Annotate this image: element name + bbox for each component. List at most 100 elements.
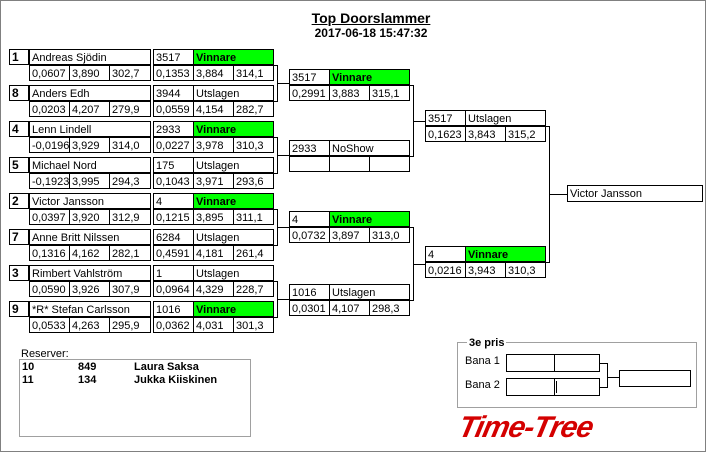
driver-name[interactable]: Lenn Lindell xyxy=(29,121,151,137)
driver-name[interactable]: Andreas Sjödin xyxy=(29,49,151,65)
speed: 301,3 xyxy=(233,317,274,333)
text-cursor xyxy=(556,381,557,393)
car-number: 2933 xyxy=(153,121,194,137)
result-status: Vinnare xyxy=(193,121,274,137)
timestamp: 2017-06-18 15:47:32 xyxy=(314,26,428,40)
seed-number: 7 xyxy=(9,229,29,245)
elapsed-time: 3,920 xyxy=(69,209,110,225)
reaction-time: 0,1215 xyxy=(153,209,194,225)
speed: 312,9 xyxy=(109,209,151,225)
third-prize-panel xyxy=(457,342,697,408)
elapsed-time: 3,843 xyxy=(465,126,506,142)
final-winner[interactable]: Victor Jansson xyxy=(567,185,703,202)
reaction-time: 0,1353 xyxy=(153,65,194,81)
driver-name[interactable]: Anne Britt Nilssen xyxy=(29,229,151,245)
speed: 261,4 xyxy=(233,245,274,261)
seed-number: 8 xyxy=(9,85,29,101)
reaction-time: 0,2991 xyxy=(289,85,330,101)
result-status: Vinnare xyxy=(329,211,410,227)
speed: 315,2 xyxy=(505,126,546,142)
speed: 298,3 xyxy=(369,300,410,316)
speed: 314,1 xyxy=(233,65,274,81)
seed-number: 4 xyxy=(9,121,29,137)
reaction-time: 0,0533 xyxy=(29,317,70,333)
time-tree-logo: Time-Tree xyxy=(455,411,596,444)
seed-number: 5 xyxy=(9,157,29,173)
driver-name[interactable]: Anders Edh xyxy=(29,85,151,101)
reaction-time: 0,0362 xyxy=(153,317,194,333)
elapsed-time xyxy=(329,156,370,172)
lane2-field[interactable] xyxy=(506,378,600,396)
speed: 293,6 xyxy=(233,173,274,189)
elapsed-time: 4,154 xyxy=(193,101,234,117)
lane1-label: Bana 1 xyxy=(465,355,500,367)
reserves-list[interactable]: 10 849 Laura Saksa 11 134 Jukka Kiiskine… xyxy=(19,359,251,437)
reaction-time: 0,0227 xyxy=(153,137,194,153)
elapsed-time: 4,181 xyxy=(193,245,234,261)
result-status: Vinnare xyxy=(193,49,274,65)
third-prize-winner-field[interactable] xyxy=(619,370,691,387)
car-number: 6284 xyxy=(153,229,194,245)
reaction-time: 0,1043 xyxy=(153,173,194,189)
reserves-label: Reserver: xyxy=(21,348,69,360)
elapsed-time: 3,897 xyxy=(329,227,370,243)
lane2-label: Bana 2 xyxy=(465,379,500,391)
seed-number: 9 xyxy=(9,301,29,317)
car-number: 2933 xyxy=(289,140,330,156)
reaction-time: -0,0196 xyxy=(29,137,70,153)
reaction-time: 0,0590 xyxy=(29,281,70,297)
page-title: Top Doorslammer xyxy=(311,10,431,26)
driver-name[interactable]: Victor Jansson xyxy=(29,193,151,209)
elapsed-time: 4,207 xyxy=(69,101,110,117)
reaction-time xyxy=(289,156,330,172)
speed: 294,3 xyxy=(109,173,151,189)
reaction-time: 0,0203 xyxy=(29,101,70,117)
reaction-time: -0,1923 xyxy=(29,173,70,189)
elapsed-time: 4,031 xyxy=(193,317,234,333)
reaction-time: 0,0732 xyxy=(289,227,330,243)
elapsed-time: 3,971 xyxy=(193,173,234,189)
elapsed-time: 4,263 xyxy=(69,317,110,333)
speed xyxy=(369,156,410,172)
elapsed-time: 3,929 xyxy=(69,137,110,153)
lane1-field[interactable] xyxy=(506,354,600,372)
speed: 314,0 xyxy=(109,137,151,153)
result-status: Utslagen xyxy=(193,157,274,173)
speed: 282,7 xyxy=(233,101,274,117)
elapsed-time: 3,890 xyxy=(69,65,110,81)
elapsed-time: 3,884 xyxy=(193,65,234,81)
speed: 295,9 xyxy=(109,317,151,333)
reaction-time: 0,0301 xyxy=(289,300,330,316)
driver-name[interactable]: Rimbert Vahlström xyxy=(29,265,151,281)
result-status: Utslagen xyxy=(465,110,546,126)
speed: 315,1 xyxy=(369,85,410,101)
result-status: Utslagen xyxy=(193,265,274,281)
result-status: Vinnare xyxy=(193,301,274,317)
elapsed-time: 4,329 xyxy=(193,281,234,297)
elapsed-time: 3,943 xyxy=(465,262,506,278)
reaction-time: 0,1623 xyxy=(425,126,466,142)
car-number: 3517 xyxy=(153,49,194,65)
speed: 310,3 xyxy=(233,137,274,153)
car-number: 3517 xyxy=(289,69,330,85)
seed-number: 2 xyxy=(9,193,29,209)
speed: 228,7 xyxy=(233,281,274,297)
car-number: 4 xyxy=(425,246,466,262)
car-number: 4 xyxy=(153,193,194,209)
elapsed-time: 3,926 xyxy=(69,281,110,297)
driver-name[interactable]: Michael Nord xyxy=(29,157,151,173)
elapsed-time: 3,978 xyxy=(193,137,234,153)
result-status: Vinnare xyxy=(193,193,274,209)
seed-number: 1 xyxy=(9,49,29,65)
car-number: 4 xyxy=(289,211,330,227)
reaction-time: 0,0964 xyxy=(153,281,194,297)
result-status: Vinnare xyxy=(465,246,546,262)
reaction-time: 0,1316 xyxy=(29,245,70,261)
car-number: 3944 xyxy=(153,85,194,101)
speed: 279,9 xyxy=(109,101,151,117)
reaction-time: 0,4591 xyxy=(153,245,194,261)
car-number: 175 xyxy=(153,157,194,173)
seed-number: 3 xyxy=(9,265,29,281)
driver-name[interactable]: *R* Stefan Carlsson xyxy=(29,301,151,317)
